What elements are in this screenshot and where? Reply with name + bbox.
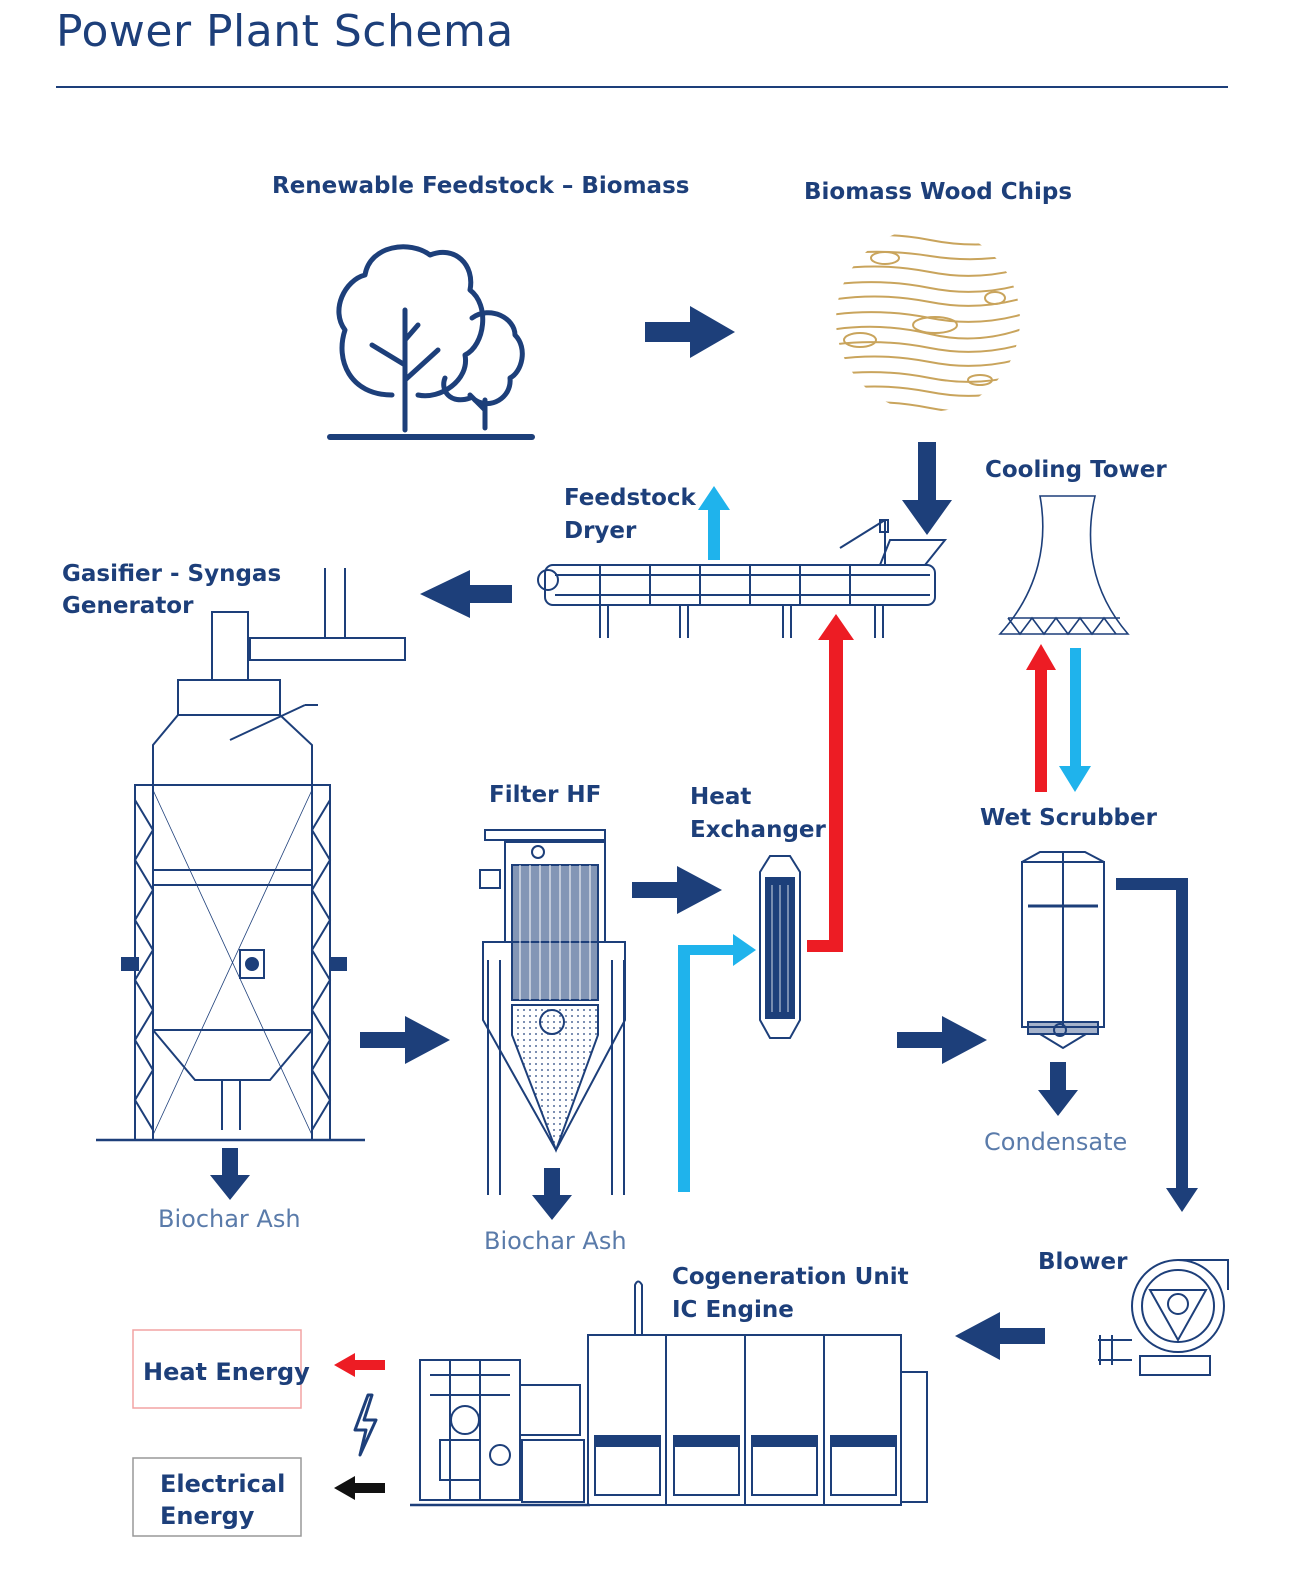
arrow-gasifier-biochar	[210, 1148, 250, 1200]
feedstock-dryer-machine	[537, 519, 948, 638]
heat-energy-label: Heat Energy	[143, 1358, 310, 1386]
title-divider	[56, 86, 1228, 88]
arrow-scrubber-to-blower	[1116, 878, 1198, 1212]
label-cogen-line2: IC Engine	[672, 1297, 794, 1323]
arrow-scrubber-condensate	[1038, 1062, 1078, 1116]
label-feedstock-dryer-line2: Dryer	[564, 518, 637, 544]
arrow-gasifier-to-filter	[360, 1016, 450, 1064]
wood-chips-icon	[836, 234, 1020, 412]
arrow-tower-to-scrubber	[1059, 648, 1091, 792]
arrow-electrical-energy	[334, 1476, 385, 1500]
label-heat-exchanger-line1: Heat	[690, 784, 752, 810]
arrow-blower-to-cogen	[955, 1312, 1045, 1360]
label-wet-scrubber: Wet Scrubber	[980, 805, 1157, 831]
arrow-scrubber-to-tower	[1026, 644, 1056, 792]
arrow-chips-to-dryer	[902, 442, 952, 535]
arrow-filter-to-heat-exchanger	[632, 866, 722, 914]
label-feedstock-dryer-line1: Feedstock	[564, 485, 696, 511]
label-biochar-ash-gasifier: Biochar Ash	[158, 1205, 301, 1233]
electrical-energy-label-line1: Electrical	[160, 1470, 286, 1498]
label-filter: Filter HF	[489, 782, 602, 808]
label-condensate: Condensate	[984, 1128, 1128, 1156]
lightning-icon	[353, 1393, 378, 1457]
electrical-energy-label-line2: Energy	[160, 1502, 255, 1530]
label-gasifier-line1: Gasifier - Syngas	[62, 561, 282, 587]
cogeneration-machine	[410, 1280, 928, 1507]
blower-machine	[1098, 1259, 1229, 1376]
label-cooling-tower: Cooling Tower	[985, 457, 1167, 483]
label-wood-chips: Biomass Wood Chips	[804, 179, 1073, 205]
arrow-heat-energy	[334, 1353, 385, 1377]
label-blower: Blower	[1038, 1249, 1128, 1275]
arrow-hot-to-dryer	[807, 614, 854, 952]
page-title: Power Plant Schema	[56, 6, 514, 57]
arrow-dryer-vapor	[698, 486, 730, 560]
arrow-dryer-to-gasifier	[420, 570, 512, 618]
label-feedstock: Renewable Feedstock – Biomass	[272, 173, 690, 199]
filter-hf-machine	[479, 829, 626, 1195]
wet-scrubber-machine	[1021, 851, 1105, 1050]
arrow-filter-biochar	[532, 1168, 572, 1220]
heat-exchanger-machine	[759, 855, 801, 1039]
heat-energy-box	[132, 1329, 302, 1409]
arrow-heat-exchanger-to-scrubber	[897, 1016, 987, 1064]
label-gasifier-line2: Generator	[62, 593, 194, 619]
gasifier-machine	[96, 568, 406, 1142]
cooling-tower-icon	[998, 495, 1130, 636]
label-cogen-line1: Cogeneration Unit	[672, 1264, 909, 1290]
arrow-cold-to-heat-exchanger	[678, 934, 756, 1192]
electrical-energy-box	[132, 1457, 302, 1537]
label-biochar-ash-filter: Biochar Ash	[484, 1227, 627, 1255]
trees-icon	[327, 244, 535, 440]
arrow-trees-to-chips	[645, 306, 735, 358]
label-heat-exchanger-line2: Exchanger	[690, 817, 826, 843]
